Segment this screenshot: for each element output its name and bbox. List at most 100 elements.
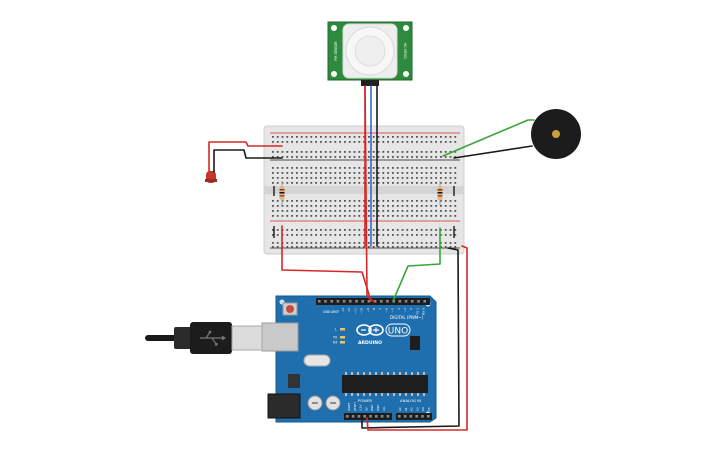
breadboard-hole <box>416 177 418 179</box>
power-header-pin[interactable] <box>351 415 355 418</box>
icsp-header <box>410 336 420 350</box>
breadboard-hole <box>368 229 370 231</box>
power-pin-label: 5V <box>364 407 368 411</box>
chip-pin <box>399 372 401 375</box>
digital-header-pin[interactable] <box>423 300 426 303</box>
digital-header-pin[interactable] <box>324 300 327 303</box>
breadboard-hole <box>416 234 418 236</box>
breadboard-hole <box>411 141 413 143</box>
red-led[interactable] <box>205 171 217 183</box>
breadboard-hole <box>324 246 327 248</box>
breadboard-hole <box>401 167 404 169</box>
wire-buzzer-positive[interactable] <box>442 119 535 157</box>
breadboard-hole <box>392 246 394 248</box>
breadboard-hole <box>430 156 433 158</box>
breadboard-hole <box>339 242 341 244</box>
breadboard-hole <box>440 167 442 169</box>
power-header-pin[interactable] <box>375 415 378 418</box>
power-jack <box>267 393 301 419</box>
breadboard-hole <box>300 172 303 174</box>
breadboard-hole <box>272 151 274 153</box>
breadboard-hole <box>339 172 341 174</box>
breadboard-hole <box>435 205 437 207</box>
digital-header-pin[interactable] <box>342 300 346 303</box>
digital-header-pin[interactable] <box>318 300 321 303</box>
breadboard-hole <box>406 229 409 231</box>
breadboard-hole <box>334 177 337 179</box>
digital-header-pin[interactable] <box>355 300 358 303</box>
breadboard-hole <box>353 177 356 179</box>
piezo-buzzer[interactable] <box>531 109 581 159</box>
breadboard-hole <box>329 182 332 184</box>
breadboard-hole <box>377 210 380 212</box>
power-header-pin[interactable] <box>363 415 366 418</box>
power-header-pin[interactable] <box>357 415 361 418</box>
digital-header-pin[interactable] <box>380 300 383 303</box>
breadboard-hole <box>310 151 313 153</box>
digital-pin-label: ~9 <box>366 308 370 313</box>
digital-header-pin[interactable] <box>386 300 389 303</box>
analog-header-pin[interactable] <box>427 415 430 418</box>
digital-header-pin[interactable] <box>349 300 352 303</box>
wire-led-cathode[interactable] <box>213 149 283 173</box>
analog-header-pin[interactable] <box>398 415 401 418</box>
power-header-pin[interactable] <box>380 415 384 418</box>
analog-header-pin[interactable] <box>421 415 424 418</box>
usb-symbol-icon <box>200 330 226 346</box>
analog-header-pin[interactable] <box>409 415 413 418</box>
breadboard-hole <box>296 246 298 248</box>
breadboard-hole <box>363 234 365 236</box>
digital-header-pin[interactable] <box>404 300 408 303</box>
wire-led-anode[interactable] <box>208 141 283 173</box>
chip-pin <box>381 372 383 375</box>
breadboard-hole <box>348 156 351 158</box>
wire-buzzer-negative[interactable] <box>453 145 533 159</box>
breadboard-hole <box>425 215 428 217</box>
power-header-pin[interactable] <box>346 415 349 418</box>
wire-gnd-breadboard[interactable] <box>361 247 460 429</box>
breadboard-hole <box>329 177 332 179</box>
digital-header-pin[interactable] <box>336 300 340 303</box>
chip-pin <box>387 393 389 396</box>
breadboard-hole <box>276 246 279 248</box>
breadboard-hole <box>296 229 298 231</box>
breadboard-hole <box>315 167 317 169</box>
breadboard-hole <box>368 200 370 202</box>
breadboard-hole <box>382 177 385 179</box>
digital-header-pin[interactable] <box>373 300 377 303</box>
wire-pir-signal-arduino[interactable] <box>364 85 375 303</box>
digital-header-pin[interactable] <box>367 300 371 303</box>
power-header-pin[interactable] <box>386 415 390 418</box>
digital-pin-label: 12 <box>347 308 351 312</box>
breadboard[interactable] <box>263 125 465 255</box>
digital-header-pin[interactable] <box>398 300 402 303</box>
digital-header-pin[interactable] <box>417 300 420 303</box>
digital-header-pin[interactable] <box>411 300 414 303</box>
breadboard-hole <box>344 242 346 244</box>
power-header-pin[interactable] <box>369 415 372 418</box>
wire-buzzer-arduino[interactable] <box>392 227 441 302</box>
pir-sensor[interactable]: PIR SENSOR HC-SR501 <box>327 21 413 86</box>
breadboard-hole <box>310 215 313 217</box>
analog-header-pin[interactable] <box>403 415 407 418</box>
resistor-led[interactable] <box>279 181 285 205</box>
digital-header-pin[interactable] <box>330 300 333 303</box>
usb-cable[interactable] <box>145 322 263 354</box>
breadboard-hole <box>372 177 375 179</box>
breadboard-hole <box>454 177 457 179</box>
digital-pin-label: 13 <box>341 308 345 312</box>
breadboard-hole <box>358 167 361 169</box>
wire-led-arduino[interactable] <box>281 225 372 302</box>
digital-header-pin[interactable] <box>361 300 364 303</box>
breadboard-hole <box>291 136 293 138</box>
resistor-buzzer[interactable] <box>437 181 443 205</box>
wire-5v-breadboard[interactable] <box>366 245 468 431</box>
breadboard-hole <box>435 136 437 138</box>
chip-pin <box>375 393 377 396</box>
breadboard-hole <box>377 156 380 158</box>
pir-mount-hole <box>331 25 337 31</box>
breadboard-hole <box>272 167 274 169</box>
analog-header-pin[interactable] <box>415 415 418 418</box>
reset-button[interactable] <box>286 305 294 313</box>
